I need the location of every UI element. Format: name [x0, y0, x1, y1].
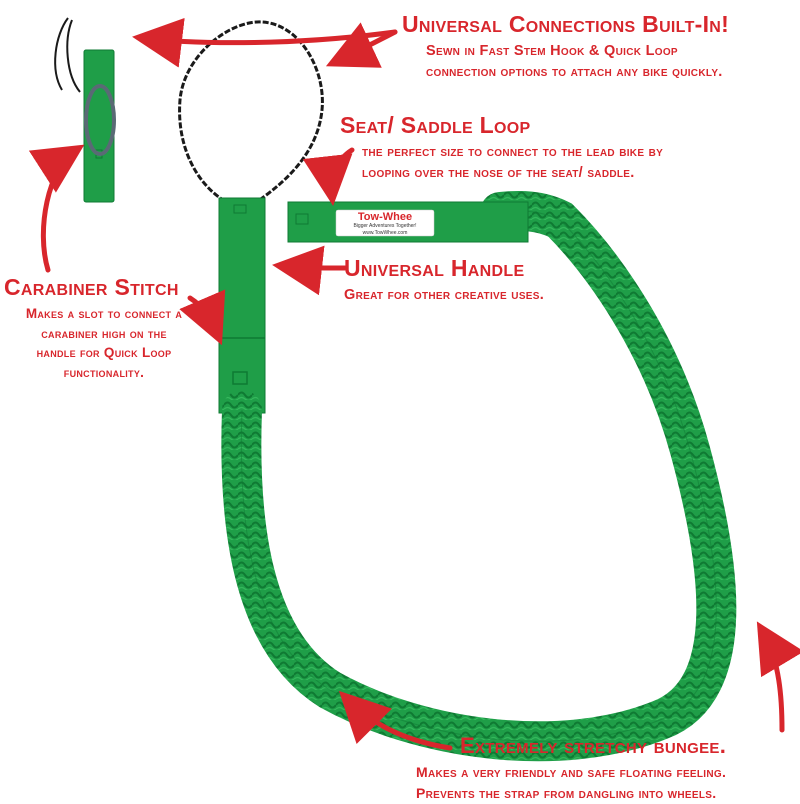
arrow-to-handle — [272, 245, 348, 296]
desc-line: the perfect size to connect to the lead … — [362, 144, 664, 161]
callout-carabiner-stitch: Carabiner Stitch Makes a slot to connect… — [4, 274, 204, 383]
callout-title: Universal Connections Built-In! — [402, 11, 730, 37]
tow-whee-logo — [335, 209, 435, 237]
callout-title: Universal Handle — [344, 255, 525, 281]
callout-desc: the perfect size to connect to the lead … — [362, 142, 790, 184]
logo-wordmark: Tow-Whee Bigger Adventures Together! www… — [338, 211, 432, 237]
inset-rope-2 — [66, 19, 81, 93]
desc-line: connection options to attach any bike qu… — [426, 64, 723, 81]
arrow-to-seat-loop — [302, 147, 355, 206]
desc-line: Great for other creative uses. — [344, 287, 545, 304]
carabiner-inset — [54, 17, 116, 203]
callout-desc: Makes a very friendly and safe floating … — [416, 762, 798, 804]
logo-tagline: Bigger Adventures Together! www.TowWhee.… — [353, 223, 417, 236]
callout-seat-saddle-loop: Seat/ Saddle Loop the perfect size to co… — [340, 112, 790, 184]
callout-title: Seat/ Saddle Loop — [340, 112, 531, 138]
inset-handle-strap — [83, 49, 115, 203]
arrow-to-inset — [132, 17, 398, 68]
desc-line: Makes a very friendly and safe floating … — [416, 764, 727, 781]
arrow-to-carabiner-stitch — [179, 289, 226, 346]
desc-line: Makes a slot to connect a — [25, 306, 183, 322]
desc-line: carabiner high on the — [41, 325, 167, 341]
callout-title: Carabiner Stitch — [4, 274, 179, 300]
arrow-to-bungee-bottom — [338, 690, 453, 751]
logo-text: Tow-Whee — [357, 211, 413, 223]
rope-loop — [178, 20, 324, 207]
arrow-to-bungee-right — [756, 621, 800, 733]
desc-line: Prevents the strap from dangling into wh… — [416, 785, 717, 802]
callout-desc: Makes a slot to connect a carabiner high… — [4, 304, 204, 382]
desc-line: functionality. — [63, 364, 145, 380]
universal-handle-strap — [218, 197, 266, 414]
callout-universal-connections: Universal Connections Built-In! Sewn in … — [402, 11, 798, 83]
callout-universal-handle: Universal Handle Great for other creativ… — [344, 255, 674, 306]
callout-stretchy-bungee: Extremely stretchy bungee. Makes a very … — [416, 733, 798, 804]
handle-stitch-box — [232, 371, 248, 385]
callout-desc: Great for other creative uses. — [344, 285, 674, 306]
desc-line: looping over the nose of the seat/ saddl… — [362, 165, 635, 182]
arrow-to-inset-stitch — [28, 144, 85, 273]
callout-title: Extremely stretchy bungee. — [460, 733, 727, 758]
handle-top-stitch — [233, 204, 247, 214]
seat-loop-stitch — [295, 213, 309, 225]
carabiner-icon — [84, 84, 116, 156]
desc-line: Sewn in Fast Stem Hook & Quick Loop — [426, 43, 678, 60]
bungee-outline — [240, 210, 717, 742]
desc-line: handle for Quick Loop — [36, 345, 172, 361]
callout-desc: Sewn in Fast Stem Hook & Quick Loop conn… — [426, 41, 798, 83]
inset-rope — [54, 17, 69, 91]
arrow-to-rope — [325, 22, 398, 68]
